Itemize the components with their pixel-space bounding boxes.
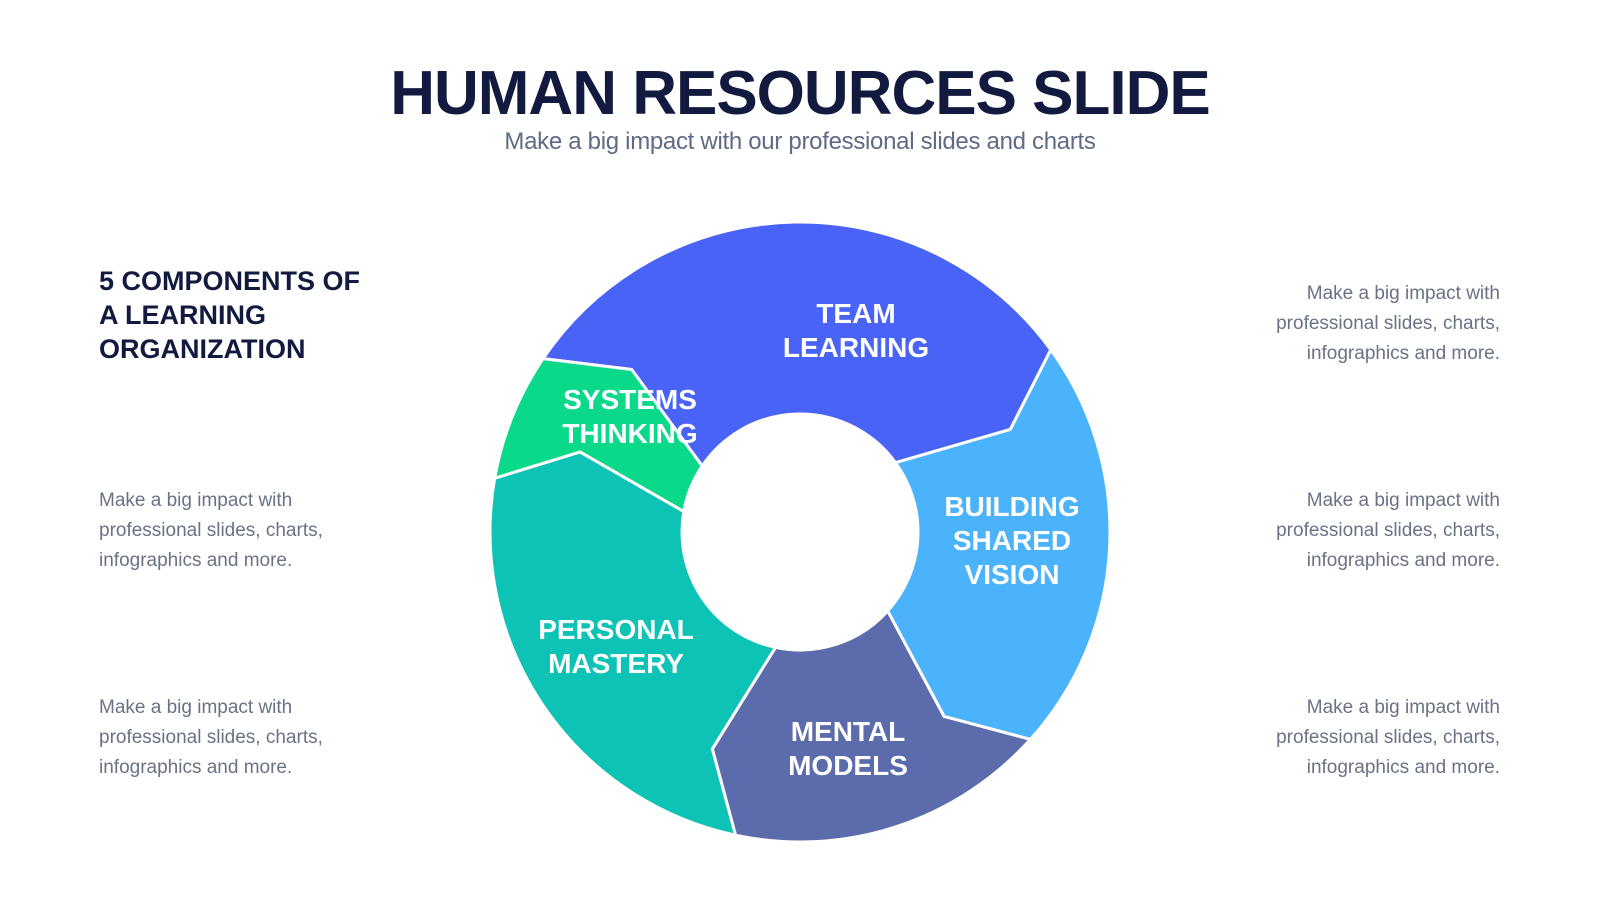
description-right-2: Make a big impact with professional slid…: [1240, 486, 1500, 576]
wheel-segments: [488, 220, 1112, 844]
description-line: professional slides, charts,: [99, 520, 323, 541]
section-heading-line: ORGANIZATION: [99, 334, 306, 364]
description-left-2: Make a big impact with professional slid…: [99, 693, 359, 783]
wheel-label-team-learning: LEARNING: [783, 332, 929, 363]
description-line: professional slides, charts,: [1276, 727, 1500, 748]
description-line: professional slides, charts,: [1276, 520, 1500, 541]
page-title: HUMAN RESOURCES SLIDE: [390, 59, 1211, 128]
description-line: infographics and more.: [99, 757, 293, 778]
section-heading-line: A LEARNING: [99, 300, 266, 330]
wheel-label-personal-mastery: MASTERY: [548, 648, 684, 679]
section-heading: 5 COMPONENTS OF A LEARNING ORGANIZATION: [99, 264, 419, 366]
wheel-label-building-shared-vision: BUILDING: [944, 491, 1079, 522]
description-line: professional slides, charts,: [99, 727, 323, 748]
section-heading-line: 5 COMPONENTS OF: [99, 266, 361, 296]
wheel-label-systems-thinking: THINKING: [562, 418, 697, 449]
description-right-3: Make a big impact with professional slid…: [1240, 693, 1500, 783]
description-line: Make a big impact with: [99, 697, 293, 718]
wheel-center-hole: [682, 414, 918, 650]
description-line: Make a big impact with: [1306, 490, 1500, 511]
page-subtitle: Make a big impact with our professional …: [504, 128, 1096, 155]
wheel-label-team-learning: TEAM: [816, 298, 895, 329]
description-line: infographics and more.: [99, 550, 293, 571]
wheel-label-systems-thinking: SYSTEMS: [563, 384, 697, 415]
description-line: infographics and more.: [1306, 550, 1500, 571]
description-line: Make a big impact with: [1306, 283, 1500, 304]
description-line: Make a big impact with: [99, 490, 293, 511]
description-left-1: Make a big impact with professional slid…: [99, 486, 359, 576]
description-right-1: Make a big impact with professional slid…: [1240, 279, 1500, 369]
description-line: Make a big impact with: [1306, 697, 1500, 718]
wheel-label-personal-mastery: PERSONAL: [538, 614, 694, 645]
description-line: infographics and more.: [1306, 343, 1500, 364]
description-line: infographics and more.: [1306, 757, 1500, 778]
description-line: professional slides, charts,: [1276, 313, 1500, 334]
wheel-label-mental-models: MODELS: [788, 750, 908, 781]
wheel-label-building-shared-vision: SHARED: [953, 525, 1071, 556]
wheel-label-mental-models: MENTAL: [791, 716, 906, 747]
wheel-label-building-shared-vision: VISION: [965, 559, 1060, 590]
